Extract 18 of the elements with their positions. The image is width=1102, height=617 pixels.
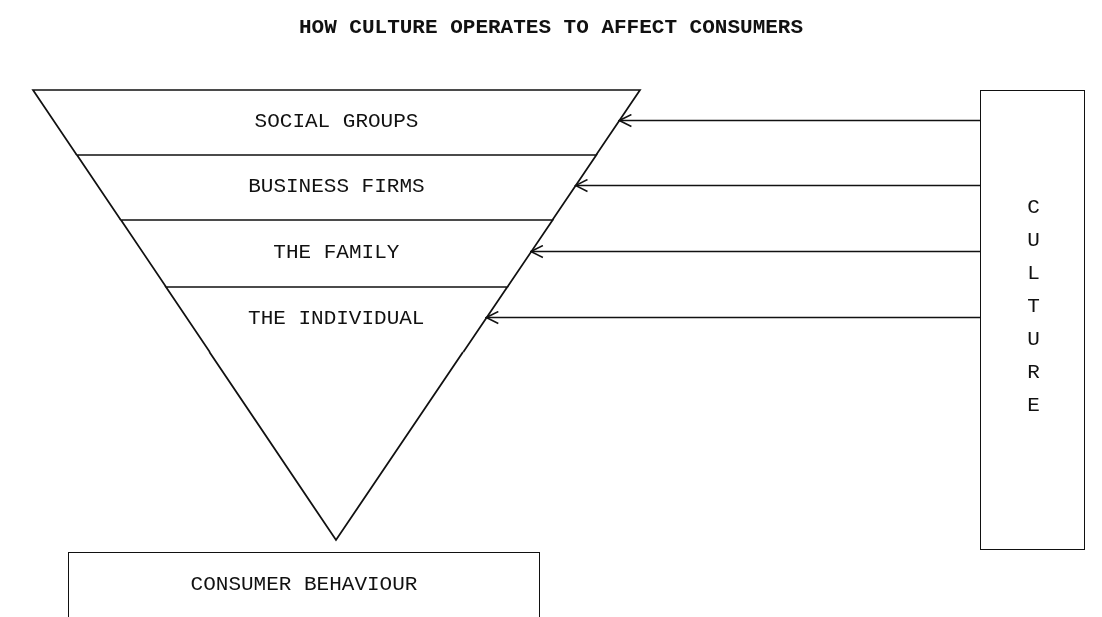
- title: HOW CULTURE OPERATES TO AFFECT CONSUMERS: [297, 16, 805, 39]
- arrow: [530, 244, 981, 259]
- vertical-label: CULTURE: [1027, 195, 1040, 419]
- node-label: THE INDIVIDUAL: [247, 306, 426, 330]
- node-label: BUSINESS FIRMS: [247, 174, 426, 198]
- arrow: [574, 178, 981, 193]
- arrow: [618, 113, 981, 128]
- pyramid-band: [76, 155, 597, 220]
- pyramid-band: [33, 90, 640, 155]
- node-label: THE FAMILY: [272, 240, 401, 264]
- node-label: CONSUMER BEHAVIOUR: [189, 573, 419, 596]
- text-box: [980, 90, 1085, 550]
- pyramid-band: [165, 287, 507, 352]
- inverted-triangle: [33, 90, 640, 540]
- text-box: [68, 552, 540, 617]
- pyramid-band: [120, 220, 553, 287]
- arrow: [485, 310, 981, 325]
- node-label: SOCIAL GROUPS: [253, 109, 420, 133]
